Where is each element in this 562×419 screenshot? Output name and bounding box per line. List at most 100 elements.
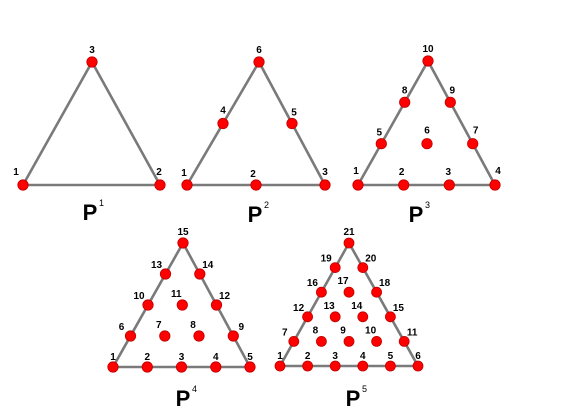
node-6 xyxy=(412,360,424,372)
node-label-4: 4 xyxy=(360,351,366,362)
node-12 xyxy=(210,299,223,311)
node-3 xyxy=(443,179,455,191)
node-14 xyxy=(357,311,369,323)
node-7 xyxy=(467,138,479,150)
node-label-3: 3 xyxy=(179,352,185,363)
node-label-3: 3 xyxy=(322,167,328,178)
node-label-3: 3 xyxy=(89,45,95,56)
node-8 xyxy=(193,330,205,342)
node-9 xyxy=(444,96,456,108)
node-13 xyxy=(159,268,172,280)
node-label-4: 4 xyxy=(213,352,219,363)
node-2 xyxy=(398,179,410,191)
node-2 xyxy=(141,361,153,373)
node-8 xyxy=(399,96,411,108)
panel-title-p5: P xyxy=(346,386,361,411)
panel-title-p2: P xyxy=(248,202,263,227)
node-label-8: 8 xyxy=(190,320,196,331)
node-1 xyxy=(274,360,286,372)
node-8 xyxy=(315,335,327,347)
node-4 xyxy=(210,361,222,373)
node-label-2: 2 xyxy=(145,352,151,363)
node-label-14: 14 xyxy=(351,301,363,312)
node-label-7: 7 xyxy=(282,327,288,338)
panel-superscript-p3: 3 xyxy=(425,200,430,210)
node-label-2: 2 xyxy=(399,167,405,178)
node-17 xyxy=(343,286,355,298)
node-9 xyxy=(343,335,355,347)
edge-left xyxy=(21,60,94,187)
node-label-14: 14 xyxy=(202,260,214,271)
node-6 xyxy=(124,330,137,342)
panel-superscript-p5: 5 xyxy=(362,384,367,394)
node-6 xyxy=(253,56,265,68)
panel-title-p1: P xyxy=(83,200,98,225)
panel-superscript-p2: 2 xyxy=(264,200,269,210)
node-label-9: 9 xyxy=(450,85,456,96)
node-21 xyxy=(343,237,355,249)
node-label-11: 11 xyxy=(171,289,182,300)
node-3 xyxy=(86,56,98,68)
node-label-5: 5 xyxy=(377,128,383,139)
node-label-20: 20 xyxy=(365,254,377,265)
node-3 xyxy=(329,360,341,372)
node-5 xyxy=(286,117,298,130)
node-label-5: 5 xyxy=(247,352,253,363)
node-13 xyxy=(329,311,341,323)
node-label-6: 6 xyxy=(119,322,125,333)
node-11 xyxy=(398,335,410,347)
node-label-1: 1 xyxy=(181,168,187,179)
node-label-10: 10 xyxy=(422,44,434,55)
node-label-1: 1 xyxy=(13,167,19,178)
node-label-6: 6 xyxy=(424,126,430,137)
node-label-7: 7 xyxy=(156,320,162,331)
node-label-19: 19 xyxy=(321,254,333,265)
panel-title-p3: P xyxy=(409,202,424,227)
node-label-3: 3 xyxy=(446,167,452,178)
node-15 xyxy=(384,311,396,323)
node-label-12: 12 xyxy=(293,303,305,314)
panel-superscript-p4: 4 xyxy=(192,384,197,394)
node-label-18: 18 xyxy=(379,278,391,289)
node-1 xyxy=(107,361,119,373)
node-label-6: 6 xyxy=(415,351,421,362)
node-label-1: 1 xyxy=(353,166,359,177)
node-label-13: 13 xyxy=(151,260,163,271)
panel-title-p4: P xyxy=(176,386,191,411)
panel-superscript-p1: 1 xyxy=(99,198,104,208)
node-7 xyxy=(288,335,300,347)
node-label-5: 5 xyxy=(291,108,297,119)
edge-right xyxy=(90,60,162,187)
node-16 xyxy=(315,286,327,298)
node-5 xyxy=(244,361,256,373)
node-9 xyxy=(227,330,239,342)
node-10 xyxy=(422,55,434,67)
node-18 xyxy=(371,286,383,298)
node-label-5: 5 xyxy=(388,351,394,362)
node-label-1: 1 xyxy=(110,352,116,363)
node-11 xyxy=(176,299,188,311)
node-19 xyxy=(329,262,341,274)
node-label-16: 16 xyxy=(307,278,319,289)
node-3 xyxy=(175,361,188,373)
edge-left xyxy=(356,59,430,187)
node-label-15: 15 xyxy=(393,303,405,314)
node-4 xyxy=(217,117,229,130)
node-10 xyxy=(142,299,154,311)
node-label-8: 8 xyxy=(313,325,319,336)
node-label-8: 8 xyxy=(402,85,408,96)
node-1 xyxy=(17,179,29,191)
node-3 xyxy=(319,179,331,191)
node-label-1: 1 xyxy=(277,351,283,362)
node-15 xyxy=(177,237,189,249)
node-label-3: 3 xyxy=(332,351,338,362)
node-7 xyxy=(159,330,171,342)
node-label-9: 9 xyxy=(340,325,346,336)
node-label-9: 9 xyxy=(239,322,245,333)
